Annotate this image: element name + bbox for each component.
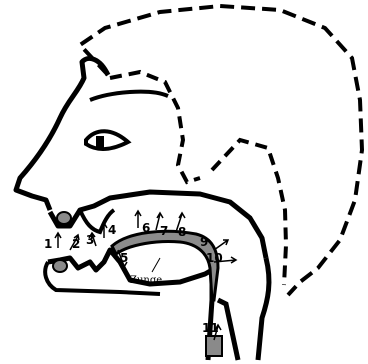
arrow-6 <box>135 211 141 228</box>
lower-lip-jaw <box>48 250 212 360</box>
arrow-9 <box>214 240 228 250</box>
arrow-1 <box>55 233 61 248</box>
eye <box>86 131 128 149</box>
lower-incisor <box>53 260 67 272</box>
label-7: 7 <box>160 224 168 238</box>
label-5: 5 <box>120 251 128 265</box>
eye-pupil <box>96 136 104 148</box>
pharynx-back-dashed <box>212 140 286 285</box>
label-2: 2 <box>72 237 80 251</box>
label-3: 3 <box>86 233 94 247</box>
label-11: 11 <box>202 321 219 335</box>
tongue-label: Zunge <box>130 275 162 286</box>
nasal-cavity-dashed <box>110 72 200 182</box>
label-10: 10 <box>206 251 223 265</box>
forehead-line <box>90 92 168 100</box>
label-4: 4 <box>108 223 116 237</box>
tongue-leader-line <box>152 258 160 272</box>
label-6: 6 <box>142 221 150 235</box>
throat-back-wall <box>258 258 269 360</box>
label-9: 9 <box>200 235 208 249</box>
label-8: 8 <box>178 225 186 239</box>
label-1: 1 <box>44 237 52 251</box>
upper-incisor <box>57 212 71 224</box>
